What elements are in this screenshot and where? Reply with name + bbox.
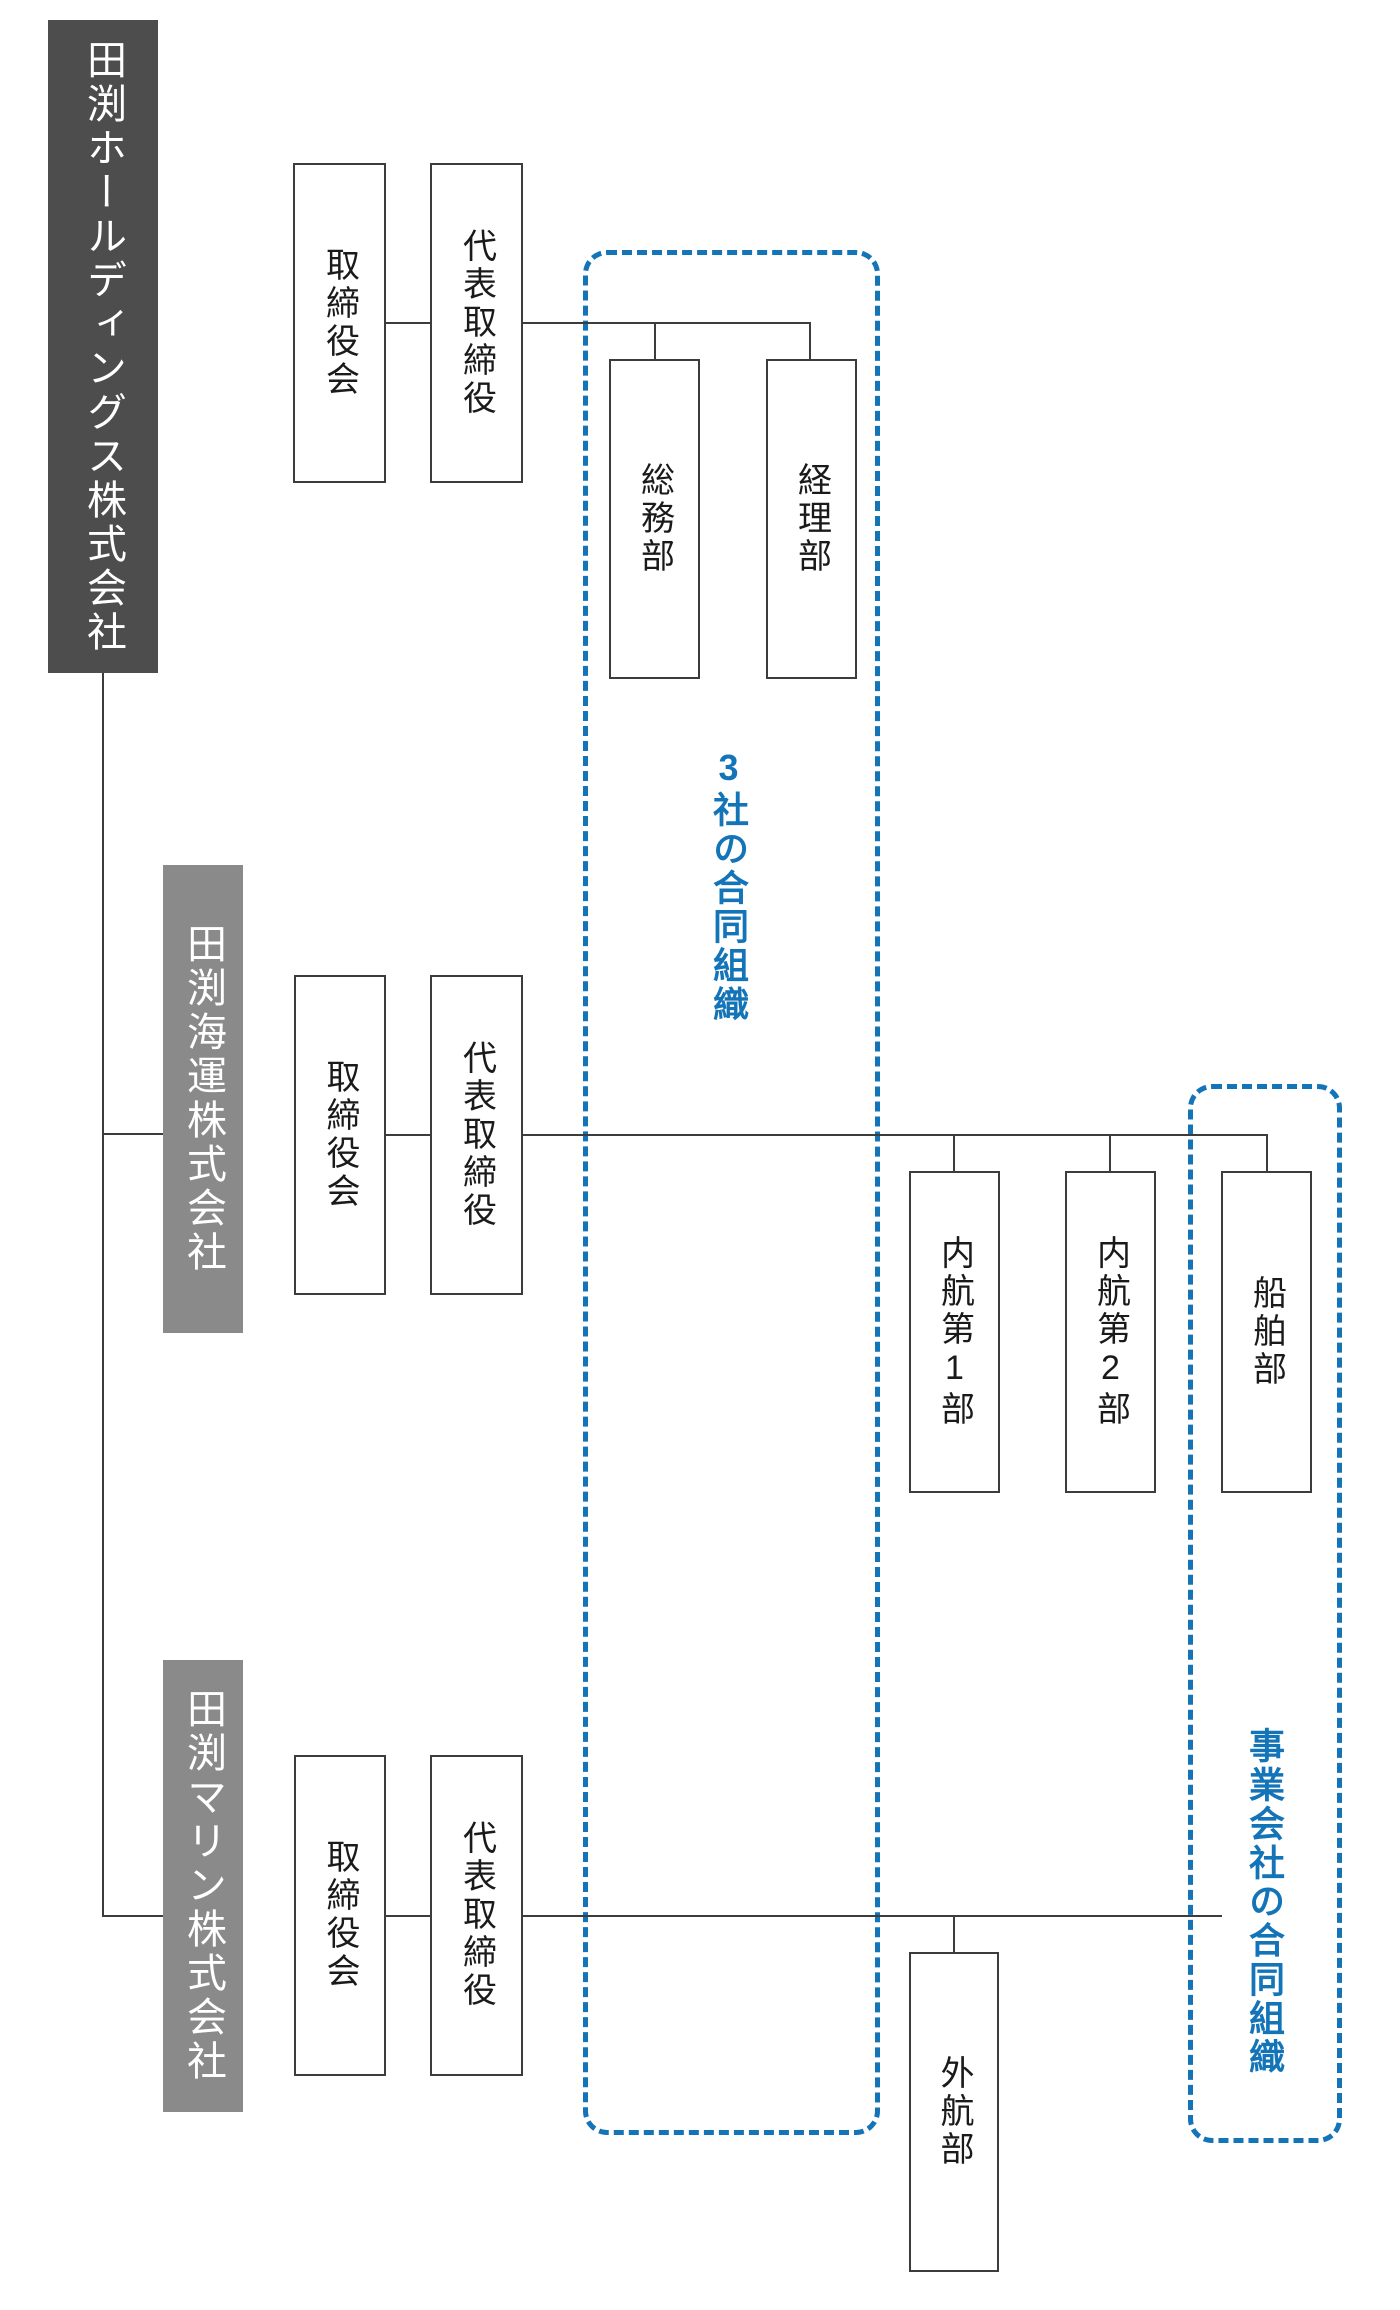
company-name: 田渕海運株式会社 (181, 923, 225, 1275)
ceo-box-holdings: 代表取締役 (430, 163, 523, 483)
board-box-holdings: 取締役会 (293, 163, 386, 483)
connector-line (1266, 1134, 1268, 1171)
board-label: 取締役会 (321, 1839, 359, 1992)
connector-line (953, 1134, 955, 1171)
board-label: 取締役会 (320, 246, 359, 400)
connector-line (654, 322, 656, 359)
ceo-label: 代表取締役 (457, 1039, 496, 1231)
company-name: 田渕ホールディングス株式会社 (81, 38, 125, 655)
dept-box-general-affairs: 総務部 (609, 359, 700, 679)
dept-box-accounting: 経理部 (766, 359, 857, 679)
board-box-marin: 取締役会 (294, 1755, 386, 2076)
connector-line (102, 1915, 163, 1917)
board-box-kaiun: 取締役会 (294, 975, 386, 1295)
group-outline-three-company-joint-org (583, 250, 880, 2135)
dept-box-coastal-1: 内航第1部 (909, 1171, 1000, 1493)
group-label-three-company-joint-org: 3社の合同組織 (708, 747, 749, 1025)
dept-label: 外航部 (935, 2054, 973, 2170)
company-box-kaiun: 田渕海運株式会社 (163, 865, 243, 1333)
dept-label: 内航第2部 (1091, 1234, 1130, 1430)
group-outline-operating-company-joint-org (1188, 1084, 1342, 2143)
company-box-holdings: 田渕ホールディングス株式会社 (48, 20, 158, 673)
dept-box-coastal-2: 内航第2部 (1065, 1171, 1156, 1493)
dept-box-ocean-going: 外航部 (909, 1952, 999, 2272)
connector-line (386, 1134, 430, 1136)
ceo-label: 代表取締役 (457, 227, 496, 419)
ceo-box-kaiun: 代表取締役 (430, 975, 523, 1295)
connector-line (386, 1915, 430, 1917)
ceo-box-marin: 代表取締役 (430, 1755, 523, 2076)
board-label: 取締役会 (321, 1058, 359, 1212)
company-name: 田渕マリン株式会社 (181, 1688, 225, 2084)
dept-label: 総務部 (635, 461, 674, 577)
connector-line (102, 1133, 163, 1135)
connector-spine (102, 673, 104, 1917)
dept-box-vessel: 船舶部 (1221, 1171, 1312, 1493)
connector-line (953, 1915, 955, 1952)
connector-line (386, 322, 430, 324)
connector-line (523, 1134, 1268, 1136)
connector-line (1109, 1134, 1111, 1171)
dept-label: 内航第1部 (935, 1234, 974, 1430)
ceo-label: 代表取締役 (457, 1820, 496, 2011)
connector-line (523, 322, 811, 324)
dept-label: 経理部 (792, 461, 831, 577)
dept-label: 船舶部 (1247, 1274, 1286, 1390)
company-box-marin: 田渕マリン株式会社 (163, 1660, 243, 2112)
group-label-operating-company-joint-org: 事業会社の合同組織 (1244, 1727, 1285, 2077)
connector-line (523, 1915, 1222, 1917)
connector-line (809, 322, 811, 359)
